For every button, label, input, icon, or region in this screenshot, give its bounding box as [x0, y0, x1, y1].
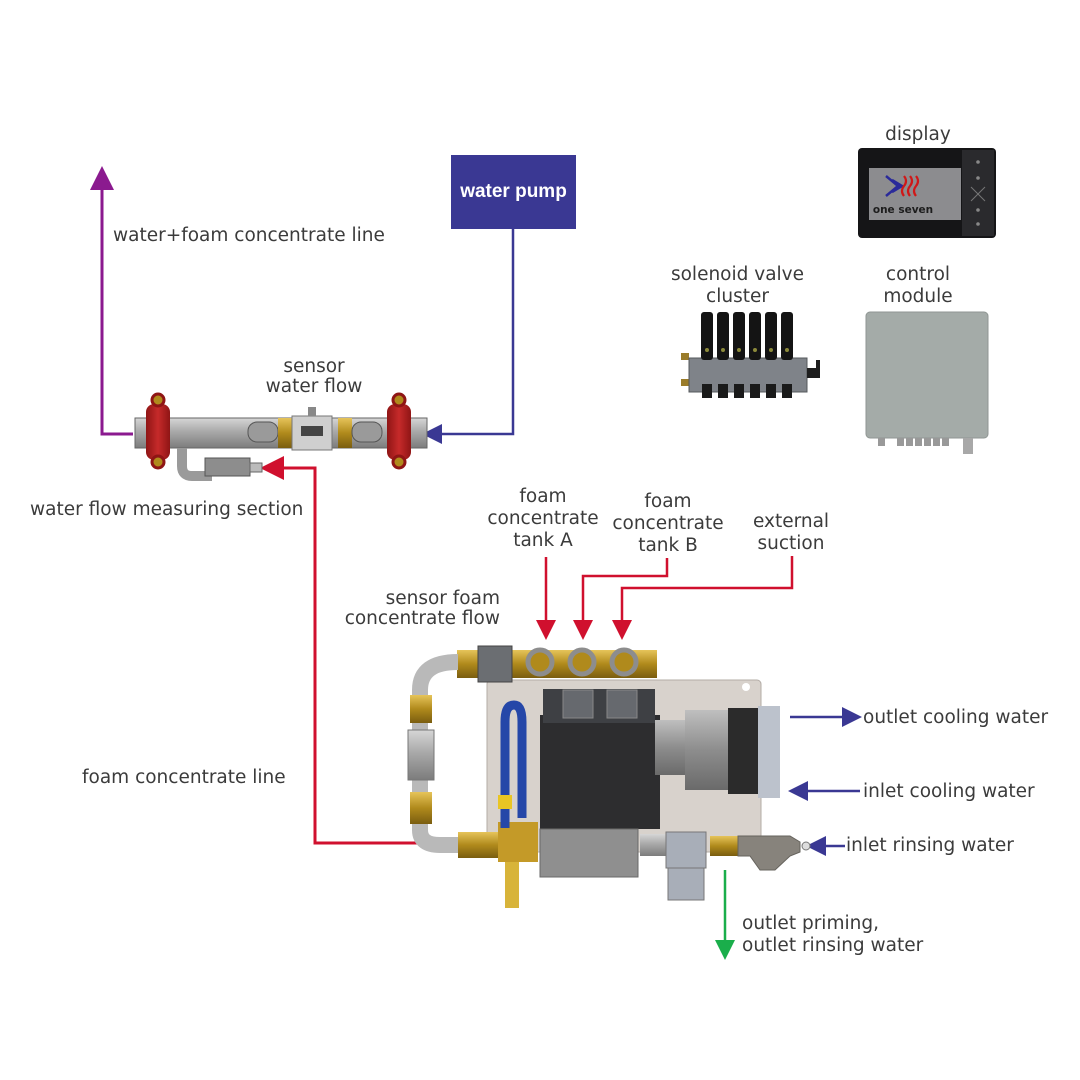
tank-a-label-line2: concentrate [487, 508, 599, 529]
water-pump-line-arrow [422, 229, 515, 444]
solenoid-port [702, 384, 712, 398]
inlet-cooling-water-label: inlet cooling water [863, 781, 1035, 802]
solenoid-port [734, 384, 744, 398]
solenoid-label-line1: solenoid valve [670, 264, 805, 285]
tank-a-label-line3: tank A [513, 530, 573, 551]
water-foam-line-label: water+foam concentrate line [113, 225, 385, 246]
sensor-foam-flow-label-line1: sensor foam [385, 588, 500, 609]
foam-concentrate-line-label: foam concentrate line [82, 767, 286, 788]
display-logo-text: one seven [873, 204, 933, 216]
water-foam-line-arrow [90, 166, 133, 436]
outlet-priming-label-line1: outlet priming, [742, 913, 879, 934]
solenoid-indicator [785, 348, 789, 352]
external-suction-label-line1: external [752, 511, 830, 532]
sensor-water-flow-label-line1: sensor [283, 356, 345, 377]
tank-b-inlet-arrow [573, 558, 669, 640]
external-suction-label-line2: suction [757, 533, 825, 554]
tank-b-label-line2: concentrate [612, 513, 724, 534]
solenoid-indicator [721, 348, 725, 352]
solenoid-port [782, 384, 792, 398]
tank-b-label-line3: tank B [638, 535, 698, 556]
solenoid-label-line2: cluster [706, 286, 769, 307]
solenoid-indicator [705, 348, 709, 352]
water-pump-box: water pump [451, 155, 576, 229]
display-label: display [885, 124, 951, 145]
external-suction-inlet-arrow [612, 556, 794, 640]
inlet-rinsing-water-label: inlet rinsing water [846, 835, 1014, 856]
control-module-label-line2: module [883, 286, 953, 307]
flange-left [146, 392, 170, 470]
solenoid-indicator [753, 348, 757, 352]
outlet-priming-label-line2: outlet rinsing water [742, 935, 924, 956]
solenoid-coil [733, 312, 745, 360]
solenoid-coil [749, 312, 761, 360]
sensor-water-flow-label-line2: water flow [265, 376, 363, 397]
control-module [865, 311, 989, 454]
solenoid-port [766, 384, 776, 398]
foam-proportioning-skid [407, 645, 811, 908]
solenoid-port [718, 384, 728, 398]
water-pump-label: water pump [460, 181, 567, 202]
measuring-section-label: water flow measuring section [30, 499, 304, 520]
solenoid-coil [701, 312, 713, 360]
tank-a-label-line1: foam [519, 486, 567, 507]
solenoid-indicator [769, 348, 773, 352]
solenoid-coil [765, 312, 777, 360]
solenoid-indicator [737, 348, 741, 352]
solenoid-coil [781, 312, 793, 360]
sensor-foam-flow-label-line2: concentrate flow [344, 608, 500, 629]
outlet-cooling-water-label: outlet cooling water [863, 707, 1049, 728]
solenoid-coil [717, 312, 729, 360]
control-module-label-line1: control [885, 264, 951, 285]
flange-right [387, 392, 411, 470]
solenoid-port [750, 384, 760, 398]
water-flow-measuring-section [134, 392, 428, 481]
solenoid-valve-cluster [681, 312, 820, 398]
display-unit [858, 148, 996, 238]
foam-concentrate-line-arrow [260, 456, 455, 845]
tank-b-label-line1: foam [644, 491, 692, 512]
